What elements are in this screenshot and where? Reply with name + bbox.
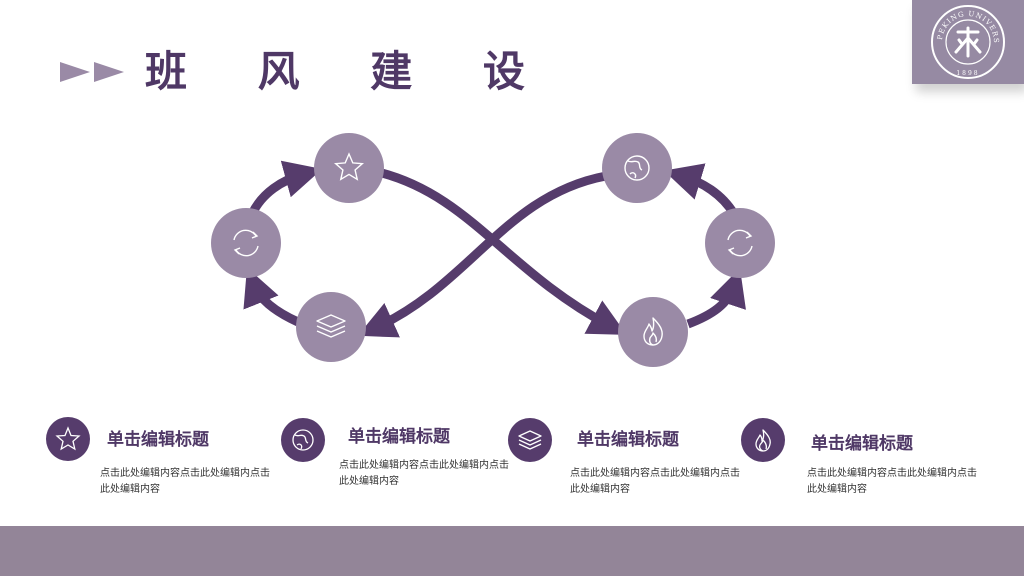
globe-icon bbox=[624, 155, 650, 181]
peking-university-seal-icon: PEKING UNIVERSITY 1898 bbox=[908, 0, 1005, 79]
star-icon bbox=[333, 152, 365, 181]
node-star bbox=[314, 133, 384, 203]
item-3-text[interactable]: 点击此处编辑内容点击此处编辑内点击此处编辑内容 bbox=[570, 468, 740, 495]
fire-icon bbox=[755, 429, 771, 452]
refresh-icon bbox=[727, 229, 753, 257]
footer-bar bbox=[0, 526, 1024, 576]
item-1-icon-badge bbox=[46, 417, 90, 461]
item-1-text[interactable]: 点击此处编辑内容点击此处编辑内点击此处编辑内容 bbox=[100, 468, 270, 495]
item-1-title[interactable]: 单击编辑标题 bbox=[107, 430, 209, 450]
layers-icon bbox=[316, 314, 346, 338]
node-refresh-right bbox=[705, 208, 775, 278]
item-2-title[interactable]: 单击编辑标题 bbox=[348, 427, 450, 447]
refresh-icon bbox=[233, 229, 259, 257]
item-2-text[interactable]: 点击此处编辑内容点击此处编辑内点击此处编辑内容 bbox=[339, 460, 509, 487]
page-title: 班 风 建 设 bbox=[145, 47, 553, 96]
star-icon bbox=[55, 426, 81, 451]
layers-icon bbox=[518, 430, 542, 450]
node-globe bbox=[602, 133, 672, 203]
globe-icon bbox=[292, 429, 314, 451]
double-triangle-arrow-icon bbox=[60, 62, 124, 82]
connector-globe-to-layers bbox=[357, 171, 607, 338]
node-layers bbox=[296, 292, 366, 362]
item-3-title[interactable]: 单击编辑标题 bbox=[577, 430, 679, 450]
item-4-icon-badge bbox=[741, 418, 785, 462]
logo-box: PEKING UNIVERSITY 1898 bbox=[908, 0, 1024, 84]
node-refresh-left bbox=[211, 208, 281, 278]
fire-icon bbox=[643, 317, 663, 346]
connector-layers-to-refresh bbox=[243, 267, 300, 327]
node-fire bbox=[618, 297, 688, 367]
item-4-text[interactable]: 点击此处编辑内容点击此处编辑内点击此处编辑内容 bbox=[807, 468, 977, 495]
item-2-icon-badge bbox=[281, 418, 325, 462]
item-3-icon-badge bbox=[508, 418, 552, 462]
connector-refresh-to-star bbox=[247, 160, 323, 217]
item-4-title[interactable]: 单击编辑标题 bbox=[811, 434, 913, 454]
connector-fire-to-refresh bbox=[686, 268, 746, 329]
logo-year: 1898 bbox=[956, 70, 979, 77]
connector-refresh-to-globe bbox=[663, 163, 738, 217]
infinity-diagram bbox=[211, 133, 775, 367]
